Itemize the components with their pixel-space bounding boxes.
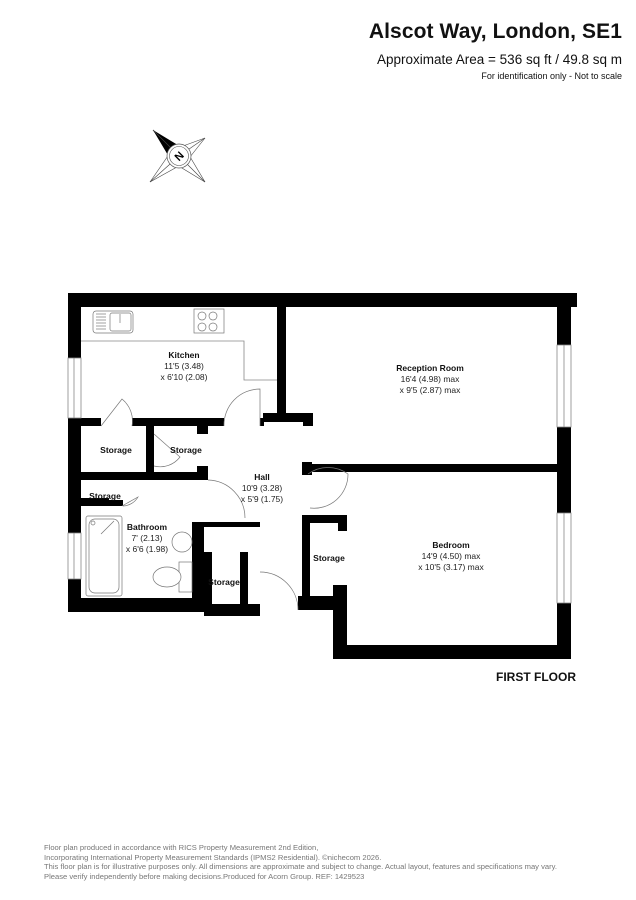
scale-disclaimer: For identification only - Not to scale bbox=[481, 71, 622, 81]
room-name-storage-2: Storage bbox=[170, 445, 202, 455]
room-name-storage-3: Storage bbox=[89, 491, 121, 501]
property-title: Alscot Way, London, SE1 bbox=[368, 20, 622, 43]
footer-line: Incorporating International Property Mea… bbox=[44, 852, 382, 862]
footer-line: Floor plan produced in accordance with R… bbox=[44, 843, 319, 852]
room-name-bathroom: Bathroom bbox=[127, 522, 168, 532]
footer-disclaimer: Floor plan produced in accordance with R… bbox=[44, 843, 557, 881]
walls bbox=[68, 293, 577, 659]
footer-line: This floor plan is for illustrative purp… bbox=[44, 862, 557, 872]
room-name-storage-1: Storage bbox=[100, 445, 132, 455]
floor-label: FIRST FLOOR bbox=[496, 670, 576, 684]
room-name-hall: Hall bbox=[254, 472, 270, 482]
svg-text:x 10'5 (3.17) max: x 10'5 (3.17) max bbox=[418, 562, 484, 572]
room-name-kitchen: Kitchen bbox=[168, 350, 199, 360]
svg-text:x 9'5 (2.87) max: x 9'5 (2.87) max bbox=[400, 385, 461, 395]
room-name-bedroom: Bedroom bbox=[432, 540, 470, 550]
hob-icon bbox=[193, 308, 225, 334]
kitchen-counter bbox=[81, 340, 277, 381]
sink-icon bbox=[92, 310, 134, 334]
basin-icon bbox=[171, 531, 193, 553]
door-swings bbox=[100, 388, 349, 611]
bath-icon bbox=[85, 515, 123, 597]
approximate-area: Approximate Area = 536 sq ft / 49.8 sq m bbox=[376, 52, 622, 67]
room-name-storage-5: Storage bbox=[313, 553, 345, 563]
toilet-icon bbox=[152, 561, 193, 593]
svg-text:x 6'6 (1.98): x 6'6 (1.98) bbox=[126, 544, 168, 554]
footer-line: Please verify independently before makin… bbox=[44, 871, 365, 881]
svg-text:x 6'10 (2.08): x 6'10 (2.08) bbox=[161, 372, 208, 382]
room-name-storage-4: Storage bbox=[208, 577, 240, 587]
north-arrow-compass-icon: N bbox=[149, 129, 206, 183]
svg-text:x 5'9 (1.75): x 5'9 (1.75) bbox=[241, 494, 283, 504]
svg-text:10'9 (3.28): 10'9 (3.28) bbox=[242, 483, 283, 493]
svg-text:11'5 (3.48): 11'5 (3.48) bbox=[164, 361, 204, 371]
windows bbox=[67, 344, 572, 604]
svg-text:14'9 (4.50) max: 14'9 (4.50) max bbox=[422, 551, 482, 561]
svg-text:16'4 (4.98) max: 16'4 (4.98) max bbox=[401, 374, 461, 384]
svg-text:7' (2.13): 7' (2.13) bbox=[132, 533, 163, 543]
room-name-reception: Reception Room bbox=[396, 363, 464, 373]
